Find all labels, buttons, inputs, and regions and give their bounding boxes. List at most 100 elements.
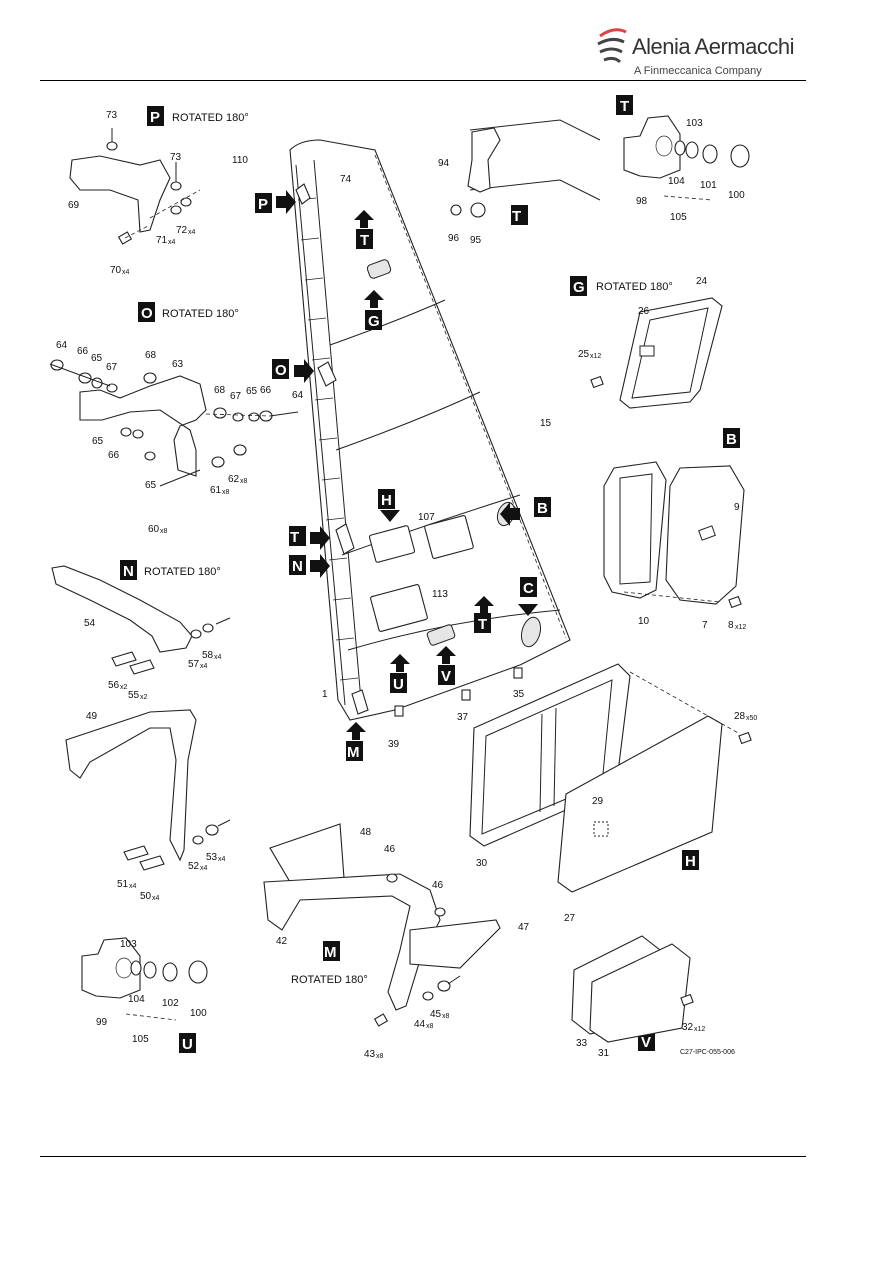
svg-text:104: 104 — [128, 994, 145, 1005]
svg-text:x2: x2 — [140, 694, 148, 701]
svg-text:x4: x4 — [218, 856, 226, 863]
detail-m — [263, 823, 501, 1027]
svg-text:47: 47 — [518, 922, 530, 933]
svg-text:66: 66 — [77, 346, 89, 357]
svg-text:x12: x12 — [735, 624, 746, 631]
view-arrows — [276, 190, 538, 740]
svg-text:x8: x8 — [426, 1023, 434, 1030]
svg-text:15: 15 — [540, 418, 552, 429]
company-name: Alenia Aermacchi — [632, 34, 794, 59]
view-letter-t: T — [360, 232, 369, 249]
view-letter-boxes: P P O O N N T T M M T T T G G B B H H V … — [120, 95, 740, 1053]
svg-text:43: 43 — [364, 1049, 376, 1060]
svg-text:x4: x4 — [129, 883, 137, 890]
svg-text:100: 100 — [190, 1008, 207, 1019]
svg-text:x12: x12 — [694, 1026, 705, 1033]
svg-text:T: T — [512, 208, 521, 225]
svg-text:70: 70 — [110, 265, 122, 276]
svg-text:67: 67 — [106, 362, 118, 373]
logo-swoosh-icon — [597, 28, 627, 64]
view-letter-b: B — [537, 500, 548, 517]
svg-text:G: G — [573, 279, 585, 296]
view-letter-p: P — [150, 109, 160, 126]
svg-text:P: P — [258, 196, 268, 213]
detail-n — [51, 565, 231, 675]
svg-text:63: 63 — [172, 359, 184, 370]
svg-text:33: 33 — [576, 1038, 588, 1049]
svg-text:42: 42 — [276, 936, 288, 947]
svg-text:T: T — [478, 616, 487, 633]
view-letter-m: M — [347, 744, 360, 761]
view-letter-h: H — [381, 492, 392, 509]
detail-o — [49, 359, 299, 487]
svg-text:M: M — [324, 944, 337, 961]
view-letter-u: U — [393, 676, 404, 693]
svg-text:x4: x4 — [188, 229, 196, 236]
company-logo: Alenia Aermacchi A Finmeccanica Company — [596, 24, 796, 80]
detail-u — [81, 937, 208, 1021]
svg-text:T: T — [620, 98, 629, 115]
svg-text:103: 103 — [686, 118, 703, 129]
svg-text:28: 28 — [734, 711, 746, 722]
svg-text:65: 65 — [246, 386, 258, 397]
rotated-label-p: ROTATED 180° — [172, 112, 249, 124]
svg-text:x4: x4 — [214, 654, 222, 661]
svg-text:71: 71 — [156, 235, 168, 246]
svg-text:U: U — [182, 1036, 193, 1053]
svg-text:73: 73 — [170, 152, 182, 163]
svg-text:8: 8 — [728, 620, 734, 631]
svg-text:x8: x8 — [222, 489, 230, 496]
svg-text:66: 66 — [108, 450, 120, 461]
svg-text:61: 61 — [210, 485, 222, 496]
view-letter-n: N — [123, 563, 134, 580]
svg-text:110: 110 — [232, 155, 248, 166]
header-rule — [40, 80, 806, 81]
svg-text:x2: x2 — [120, 684, 128, 691]
svg-text:39: 39 — [388, 739, 400, 750]
svg-text:x8: x8 — [442, 1013, 450, 1020]
svg-text:x8: x8 — [240, 478, 248, 485]
svg-text:x4: x4 — [152, 895, 160, 902]
svg-text:65: 65 — [92, 436, 104, 447]
view-letter-w: T — [290, 529, 299, 546]
rotated-label-g: ROTATED 180° — [596, 281, 673, 293]
svg-text:x4: x4 — [168, 239, 176, 246]
svg-text:55: 55 — [128, 690, 140, 701]
svg-text:94: 94 — [438, 158, 450, 169]
view-letter-o: O — [141, 305, 153, 322]
svg-text:105: 105 — [132, 1034, 149, 1045]
svg-text:44: 44 — [414, 1019, 426, 1030]
svg-text:29: 29 — [592, 796, 604, 807]
svg-text:68: 68 — [214, 385, 226, 396]
svg-text:25: 25 — [578, 349, 590, 360]
fin-structure — [289, 139, 571, 721]
svg-text:x12: x12 — [590, 353, 601, 360]
svg-text:50: 50 — [140, 891, 152, 902]
view-letter-c: C — [523, 580, 534, 597]
svg-text:x4: x4 — [200, 663, 208, 670]
svg-text:56: 56 — [108, 680, 120, 691]
svg-text:74: 74 — [340, 174, 352, 185]
footer-rule — [40, 1156, 806, 1157]
svg-text:54: 54 — [84, 618, 96, 629]
svg-text:37: 37 — [457, 712, 469, 723]
svg-text:105: 105 — [670, 212, 687, 223]
svg-text:67: 67 — [230, 391, 242, 402]
svg-text:69: 69 — [68, 200, 80, 211]
figure-code: C27-IPC-055-006 — [680, 1049, 735, 1056]
svg-text:48: 48 — [360, 827, 372, 838]
svg-text:35: 35 — [513, 689, 525, 700]
svg-text:103: 103 — [120, 939, 137, 950]
svg-text:V: V — [641, 1034, 651, 1051]
detail-p — [69, 128, 201, 245]
detail-h — [469, 663, 752, 893]
detail-v — [571, 935, 694, 1043]
svg-text:x4: x4 — [200, 865, 208, 872]
svg-text:1: 1 — [322, 689, 328, 700]
svg-text:24: 24 — [696, 276, 708, 287]
svg-text:45: 45 — [430, 1009, 442, 1020]
detail-g — [590, 297, 723, 409]
svg-text:57: 57 — [188, 659, 200, 670]
svg-text:64: 64 — [56, 340, 68, 351]
